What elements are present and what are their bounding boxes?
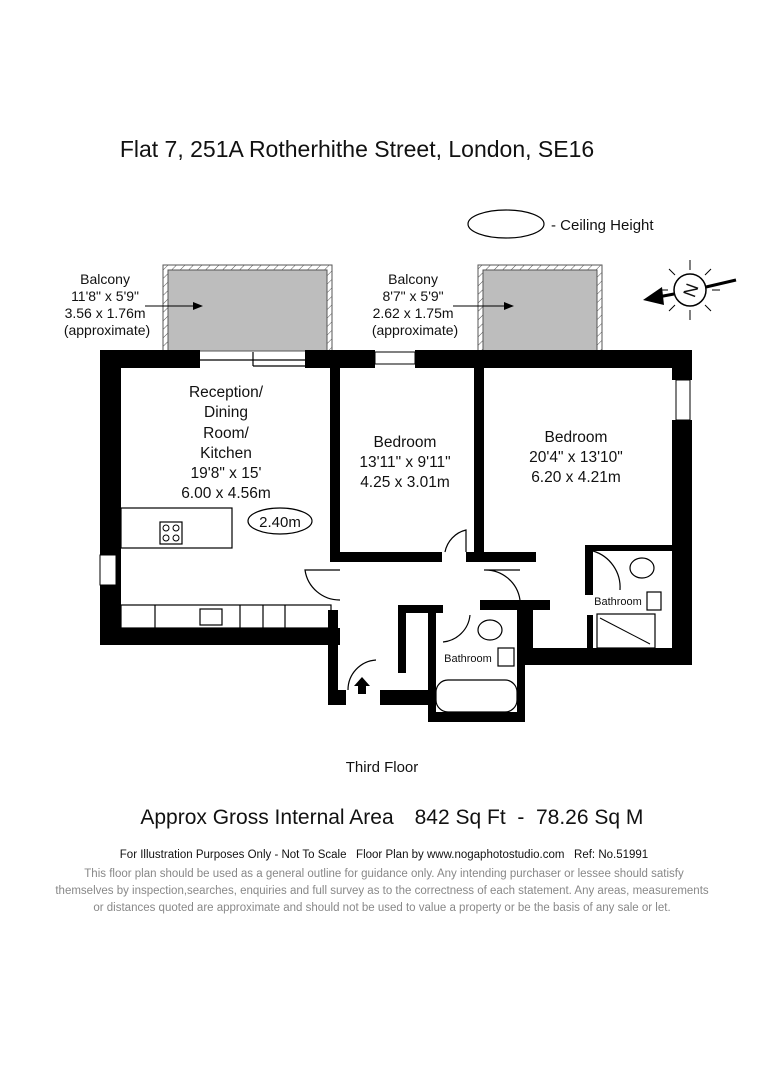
- disclaimer-line-1: This floor plan should be used as a gene…: [84, 868, 684, 880]
- bedroom2-imperial: 20'4" x 13'10": [529, 449, 623, 466]
- bathroom2-name: Bathroom: [594, 596, 642, 608]
- disclaimer-line-2: themselves by inspection,searches, enqui…: [55, 885, 709, 897]
- bathroom1-name: Bathroom: [444, 653, 492, 665]
- area-label: Approx Gross Internal Area: [140, 806, 394, 829]
- area-value: 842 Sq Ft - 78.26 Sq M: [415, 806, 644, 829]
- balcony-right-imperial: 8'7" x 5'9": [382, 288, 443, 304]
- bedroom1-name: Bedroom: [374, 434, 437, 451]
- balcony-right: Balcony 8'7" x 5'9" 2.62 x 1.75m (approx…: [372, 264, 603, 352]
- balcony-left-metric: 3.56 x 1.76m: [65, 305, 146, 321]
- credits: For Illustration Purposes Only - Not To …: [120, 849, 648, 861]
- reception-imperial: 19'8" x 15': [191, 465, 262, 482]
- compass-north-label: N: [679, 281, 702, 300]
- disclaimer-line-3: or distances quoted are approximate and …: [93, 902, 670, 914]
- walls: [99, 350, 692, 722]
- ceiling-height-legend: - Ceiling Height: [467, 209, 654, 239]
- reception-label-4: Kitchen: [200, 445, 252, 462]
- balcony-left-name: Balcony: [80, 271, 130, 287]
- reception-label-2: Dining: [204, 404, 248, 421]
- ceiling-height-ellipse: [467, 209, 545, 239]
- balcony-right-metric: 2.62 x 1.75m: [373, 305, 454, 321]
- reception-label-3: Room/: [203, 425, 249, 442]
- bedroom1-metric: 4.25 x 3.01m: [360, 474, 450, 491]
- bedroom2-metric: 6.20 x 4.21m: [531, 469, 621, 486]
- balcony-left-imperial: 11'8" x 5'9": [71, 288, 139, 304]
- reception-label-1: Reception/: [189, 384, 264, 401]
- north-arrow-icon: [643, 287, 664, 305]
- balcony-left-note: (approximate): [64, 322, 150, 338]
- ceiling-height-badge: [247, 507, 313, 535]
- floor-label: Third Floor: [346, 759, 419, 776]
- compass: N: [643, 260, 737, 320]
- reception-metric: 6.00 x 4.56m: [181, 485, 271, 502]
- balcony-right-note: (approximate): [372, 322, 458, 338]
- entrance-arrow-icon: [354, 677, 370, 694]
- ceiling-height-label: - Ceiling Height: [551, 217, 654, 234]
- svg-text:Balcony 8'7" x 5'9": Balcony 8'7" x 5'9" 2.62 x 1.75m (approx…: [372, 271, 458, 338]
- fittings: [120, 351, 662, 713]
- bedroom1-imperial: 13'11" x 9'11": [359, 454, 450, 471]
- svg-text:Balcony 11'8" x 5'9": Balcony 11'8" x 5'9" 3.56 x 1.76m (appro…: [64, 271, 150, 338]
- ceiling-height-value: 2.40m: [259, 514, 301, 531]
- bedroom2-name: Bedroom: [545, 429, 608, 446]
- plan-title: Flat 7, 251A Rotherhithe Street, London,…: [120, 136, 594, 162]
- balcony-left: Balcony 11'8" x 5'9" 3.56 x 1.76m (appro…: [64, 264, 333, 352]
- balcony-right-name: Balcony: [388, 271, 438, 287]
